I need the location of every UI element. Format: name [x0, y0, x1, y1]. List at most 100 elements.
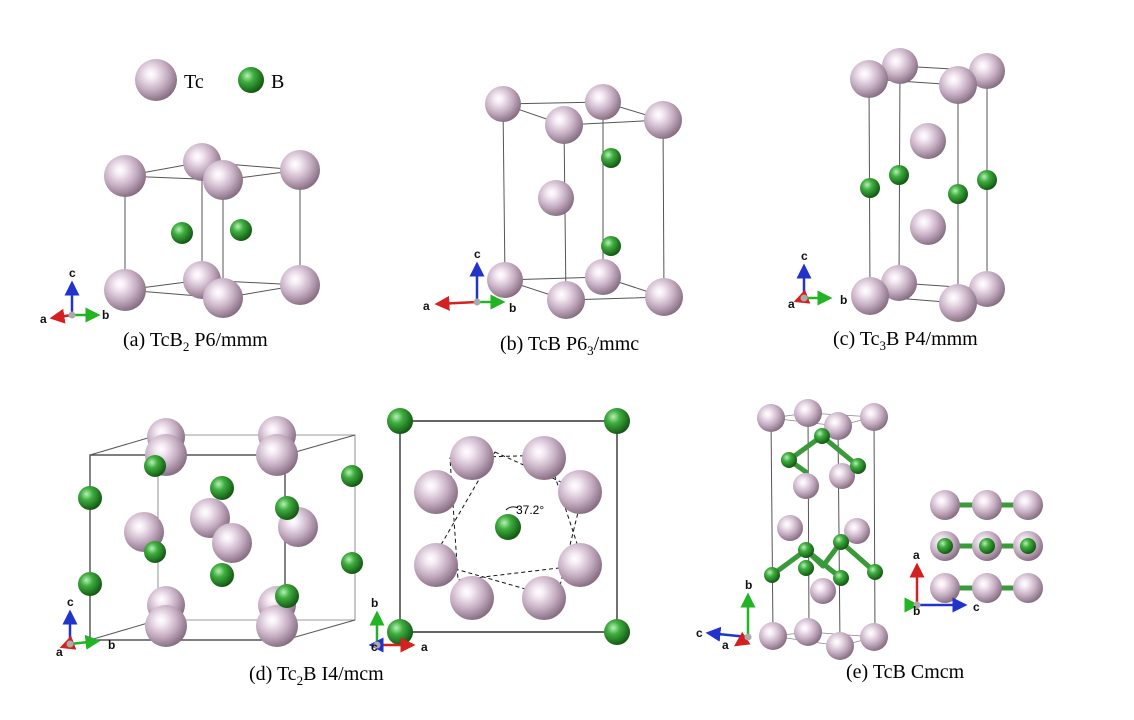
axis-c-arrow	[705, 626, 749, 642]
tc-atom	[450, 436, 494, 480]
axis-label: b	[840, 293, 847, 307]
b-atom	[144, 541, 166, 563]
cell-edge	[770, 412, 875, 427]
b-atom	[144, 455, 166, 477]
cell-edge	[502, 103, 506, 281]
tc-atom	[910, 209, 946, 245]
tc-atom	[794, 618, 822, 646]
b-atom	[814, 428, 830, 444]
tc-atom	[777, 515, 803, 541]
tc-atom	[487, 262, 523, 298]
tc-atom	[538, 180, 574, 216]
axis-label: c	[371, 640, 378, 654]
b-atom	[78, 486, 102, 510]
legend: Tc B	[135, 59, 284, 101]
cell-edge	[284, 619, 356, 641]
tc-atom	[256, 434, 298, 476]
tc-atom	[969, 271, 1005, 307]
tc-atom	[644, 101, 682, 139]
axis-label: a	[788, 297, 795, 311]
axis-label: a	[423, 299, 430, 313]
caption-d: (d) Tc2B I4/mcm	[249, 663, 384, 688]
axis-label: a	[40, 312, 47, 326]
cell-edge	[662, 119, 665, 298]
tc-atom	[414, 470, 458, 514]
tc-atom	[882, 48, 918, 84]
b-atom	[764, 567, 780, 583]
axis-b-arrow	[69, 634, 101, 650]
tc-atom	[450, 576, 494, 620]
axis-label: c	[69, 266, 76, 280]
cell-edge	[873, 416, 876, 638]
tc-atom	[280, 265, 320, 305]
b-atom	[979, 538, 995, 554]
b-atom	[867, 564, 883, 580]
tc-atom	[485, 86, 521, 122]
axis-label: b	[108, 638, 115, 652]
tc-atom	[930, 573, 960, 603]
b-atom	[1020, 538, 1036, 554]
axis-origin	[68, 311, 76, 319]
legend-b-atom	[238, 67, 264, 93]
tc-atom	[829, 463, 855, 489]
angle-label: 37.2°	[516, 503, 544, 517]
b-atom	[495, 514, 521, 540]
tc-atom	[972, 490, 1002, 520]
tc-atom	[844, 518, 870, 544]
axis-label: b	[371, 596, 378, 610]
axis-label: c	[801, 249, 808, 263]
tc-atom	[414, 543, 458, 587]
tc-atom	[860, 623, 888, 651]
tc-atom	[969, 53, 1005, 89]
b-atom	[387, 619, 413, 645]
tc-atom	[522, 576, 566, 620]
tc-atom	[203, 278, 243, 318]
axis-label: b	[745, 578, 752, 592]
caption-b: (b) TcB P63/mmc	[500, 333, 639, 358]
tc-atom	[910, 123, 946, 159]
axis-origin	[473, 298, 481, 306]
axis-label: c	[696, 626, 703, 640]
b-atom	[937, 538, 953, 554]
cell-edge	[772, 631, 876, 647]
tc-atom	[1013, 573, 1043, 603]
tc-atom	[881, 265, 917, 301]
axis-label: a	[421, 640, 428, 654]
tc-atom	[585, 259, 621, 295]
tc-atom	[930, 490, 960, 520]
axis-label: b	[102, 308, 109, 322]
tc-atom	[522, 436, 566, 480]
atoms	[78, 48, 1043, 660]
cell-edge	[89, 434, 159, 456]
tc-atom	[212, 523, 252, 563]
tc-atom	[860, 403, 888, 431]
tc-atom	[1013, 490, 1043, 520]
cell-edge	[807, 412, 810, 633]
b-atom	[341, 465, 363, 487]
b-atom	[601, 236, 621, 256]
b-atom	[230, 219, 252, 241]
axis-origin	[913, 601, 921, 609]
tc-atom	[545, 106, 583, 144]
tc-atom	[757, 404, 785, 432]
cell-edge	[157, 434, 356, 621]
legend-b-label: B	[271, 71, 284, 93]
b-atom	[833, 534, 849, 550]
axis-label: a	[56, 645, 63, 659]
b-atom	[341, 552, 363, 574]
tc-atom	[850, 60, 888, 98]
b-atom	[604, 408, 630, 434]
b-atom	[210, 476, 234, 500]
b-atom	[833, 570, 849, 586]
tc-atom	[794, 399, 822, 427]
b-atom	[948, 184, 968, 204]
axis-origin	[744, 633, 752, 641]
b-atom	[850, 458, 866, 474]
axis-origin	[800, 294, 808, 302]
axis-label: b	[913, 604, 920, 618]
axis-origin	[66, 640, 74, 648]
axis-label: a	[722, 638, 729, 652]
cell-edge	[89, 454, 286, 641]
axis-label: c	[474, 247, 481, 261]
